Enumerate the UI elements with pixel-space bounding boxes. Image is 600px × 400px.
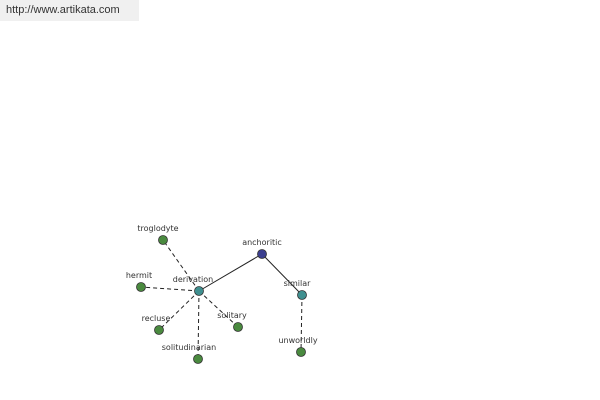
node-recluse[interactable]: recluse xyxy=(142,314,171,335)
node-unworldly[interactable]: unworldly xyxy=(278,336,318,357)
node-dot-unworldly[interactable] xyxy=(296,347,306,357)
node-label-derivation[interactable]: derivation xyxy=(173,275,213,284)
node-troglodyte[interactable]: troglodyte xyxy=(137,224,179,245)
edges-layer xyxy=(140,239,303,360)
node-dot-hermit[interactable] xyxy=(136,282,146,292)
node-label-hermit[interactable]: hermit xyxy=(126,271,152,280)
node-label-recluse[interactable]: recluse xyxy=(142,314,171,323)
nodes-layer: anchoritic derivation similar troglodyte her… xyxy=(126,224,318,364)
node-dot-solitary[interactable] xyxy=(233,322,243,332)
edge-derivation-troglodyte xyxy=(162,239,200,292)
edge-derivation-solitudinarian xyxy=(197,290,200,360)
node-similar[interactable]: similar xyxy=(284,279,312,300)
edge-derivation-recluse xyxy=(158,290,200,331)
node-dot-anchoritic[interactable] xyxy=(257,249,267,259)
edge-derivation-hermit xyxy=(140,286,200,292)
node-derivation[interactable]: derivation xyxy=(173,275,213,296)
node-label-anchoritic[interactable]: anchoritic xyxy=(242,238,282,247)
site-url-banner[interactable]: http://www.artikata.com xyxy=(0,0,139,21)
edge-anchoritic-similar xyxy=(261,253,303,296)
node-hermit[interactable]: hermit xyxy=(126,271,152,292)
node-label-solitary[interactable]: solitary xyxy=(217,311,247,320)
edge-similar-unworldly xyxy=(300,294,303,353)
node-solitary[interactable]: solitary xyxy=(217,311,247,332)
node-anchoritic[interactable]: anchoritic xyxy=(242,238,282,259)
node-dot-troglodyte[interactable] xyxy=(158,235,168,245)
node-label-similar[interactable]: similar xyxy=(284,279,312,288)
node-label-troglodyte[interactable]: troglodyte xyxy=(137,224,178,233)
node-dot-solitudinarian[interactable] xyxy=(193,354,203,364)
node-solitudinarian[interactable]: solitudinarian xyxy=(162,343,216,364)
node-label-unworldly[interactable]: unworldly xyxy=(278,336,317,345)
node-dot-recluse[interactable] xyxy=(154,325,164,335)
node-dot-similar[interactable] xyxy=(297,290,307,300)
edge-derivation-solitary xyxy=(198,290,239,328)
node-dot-derivation[interactable] xyxy=(194,286,204,296)
edge-anchoritic-derivation xyxy=(198,253,263,292)
node-label-solitudinarian[interactable]: solitudinarian xyxy=(162,343,216,352)
